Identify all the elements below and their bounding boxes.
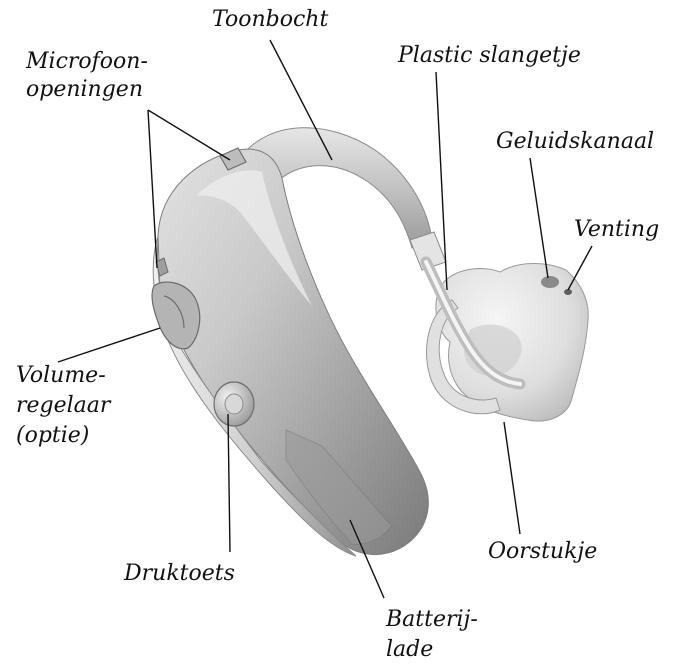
leader-volume bbox=[58, 328, 160, 362]
push-button-center bbox=[225, 394, 243, 414]
label-microfoon-line1: Microfoon- bbox=[25, 49, 148, 74]
label-volume-line1: Volume- bbox=[16, 363, 106, 388]
sound-canal-opening bbox=[541, 276, 559, 288]
label-toonbocht: Toonbocht bbox=[212, 7, 328, 32]
leader-oorstukje bbox=[504, 422, 520, 534]
label-batterij-line1: Batterij- bbox=[385, 607, 478, 632]
label-batterij-line2: lade bbox=[386, 637, 433, 662]
leader-microfoon-rear bbox=[148, 110, 157, 268]
label-microfoon-line2: openingen bbox=[26, 77, 143, 102]
label-volume-line2: regelaar bbox=[16, 393, 112, 418]
label-oorstukje: Oorstukje bbox=[488, 539, 597, 564]
label-plastic-slangetje: Plastic slangetje bbox=[397, 43, 581, 68]
label-druktoets: Druktoets bbox=[123, 561, 235, 586]
leader-geluidskanaal bbox=[530, 158, 548, 278]
leader-microfoon-front bbox=[148, 110, 230, 160]
label-volume-line3: (optie) bbox=[16, 423, 89, 448]
hearing-aid-artwork bbox=[152, 128, 588, 556]
leader-venting bbox=[568, 246, 592, 290]
label-geluidskanaal: Geluidskanaal bbox=[496, 129, 654, 154]
label-venting: Venting bbox=[574, 217, 659, 242]
device-body bbox=[158, 149, 428, 554]
